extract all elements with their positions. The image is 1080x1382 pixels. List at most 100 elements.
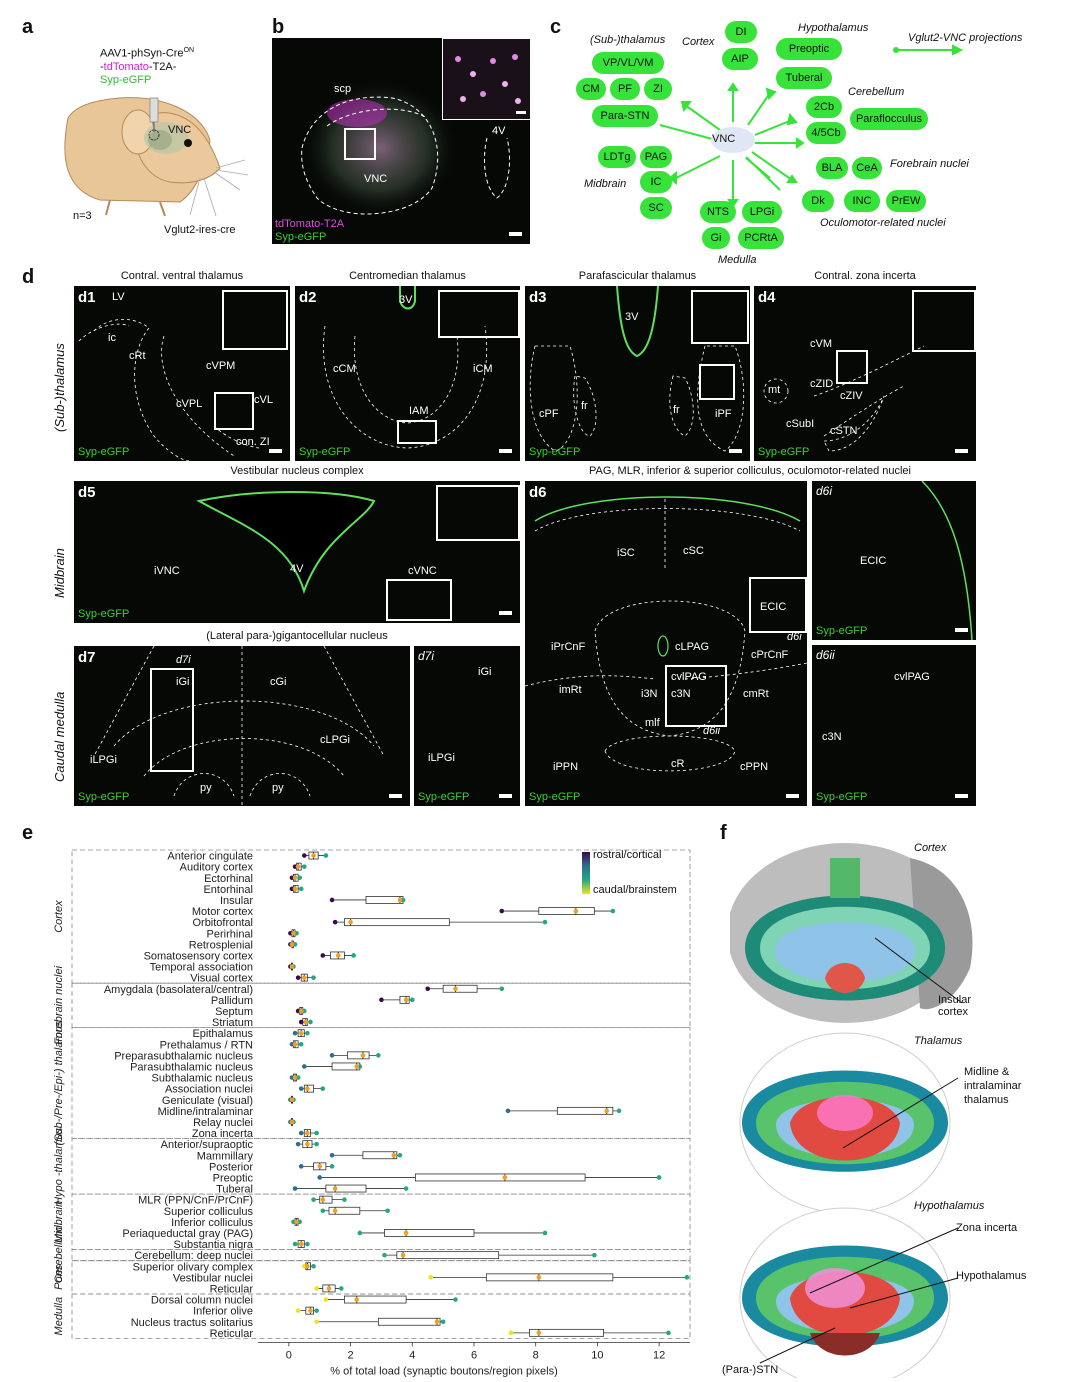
label-con-zi: con. ZI	[236, 436, 270, 448]
region-label: Prethalamus / RTN	[160, 1039, 253, 1051]
data-point	[360, 1053, 366, 1058]
data-point	[329, 1164, 335, 1169]
data-point	[291, 930, 296, 936]
group-frame	[71, 1027, 691, 1140]
data-point	[505, 1108, 511, 1114]
row-label-thalamus: (Sub-)thalamus	[52, 343, 67, 432]
label-ivnc: iVNC	[154, 565, 180, 577]
d7-syp-label: Syp-eGFP	[78, 791, 130, 803]
label-cmrt: cmRt	[743, 688, 769, 700]
region-label: MLR (PPN/CnF/PrCnF)	[138, 1195, 253, 1207]
region-label: Striatum	[212, 1017, 253, 1029]
data-point	[298, 1130, 304, 1136]
group-thalamus: (Sub-)thalamus	[590, 34, 666, 46]
data-point	[440, 1319, 446, 1325]
d4-syp-label: Syp-eGFP	[758, 446, 810, 458]
data-point	[311, 1197, 316, 1202]
label-czid: cZID	[810, 378, 834, 390]
data-point	[425, 986, 431, 992]
group-label: (Sub-/Pre-/Epi-) thalamus	[53, 1020, 65, 1145]
data-point	[292, 875, 298, 881]
region-label: Dorsal column nuclei	[151, 1295, 253, 1307]
panel-d6ii: d6ii cvlPAG c3N Syp-eGFP	[812, 645, 976, 806]
d4-sublabel: d4	[758, 289, 776, 306]
node-paraflocculus: Paraflocculus	[850, 108, 928, 130]
panel-letter-e: e	[22, 822, 34, 844]
legend-tdtomato: tdTomato-T2A	[275, 218, 345, 230]
d2-inset-box	[397, 420, 437, 444]
data-point	[314, 1308, 319, 1313]
data-point	[403, 997, 409, 1003]
label-cvl: cVL	[254, 394, 273, 406]
box	[414, 1173, 586, 1182]
mouse-illustration	[64, 97, 249, 217]
data-point	[339, 1286, 344, 1291]
vnc-label: VNC	[364, 173, 388, 185]
title-d5: Vestibular nucleus complex	[230, 465, 364, 477]
node-zi: ZI	[644, 78, 672, 100]
panel-a: AAV1-phSyn-CreON -tdTomato-T2A- Syp-eGFP…	[40, 40, 270, 245]
data-point	[314, 1286, 319, 1291]
region-label: Cerebellum: deep nuclei	[134, 1250, 253, 1262]
data-point	[332, 1208, 338, 1214]
data-point	[656, 1175, 662, 1180]
x-tick-label: 2	[348, 1349, 354, 1361]
label-clpgi: cLPGi	[320, 734, 350, 746]
f-title-thalamus: Thalamus	[914, 1035, 963, 1047]
node-cm: CM	[576, 78, 606, 100]
label-clpag: cLPAG	[675, 641, 710, 653]
box	[529, 1328, 604, 1337]
data-point	[499, 986, 505, 992]
data-point	[573, 908, 579, 914]
node-vp: VP/VL/VM	[592, 52, 664, 74]
region-label: Association nuclei	[165, 1084, 253, 1096]
node-preoptic: Preoptic	[776, 38, 842, 60]
x-tick-label: 12	[653, 1349, 665, 1361]
label-c3n: c3N	[671, 688, 691, 700]
data-point	[385, 1208, 390, 1214]
d5-outlines	[196, 491, 376, 595]
d3-inset-box	[699, 364, 735, 400]
data-point	[616, 1108, 622, 1114]
label-i3n: i3N	[641, 688, 658, 700]
inset-b-cells	[455, 54, 521, 104]
label-cvpl: cVPL	[176, 398, 203, 410]
label-ilpgi-inset: iLPGi	[428, 752, 455, 764]
box	[362, 1151, 398, 1160]
label-igi: iGi	[176, 676, 190, 688]
panel-d4: d4 cVM mt cZID cZIV cSubI cSTN Syp-eGFP	[754, 286, 976, 461]
region-label: Somatosensory cortex	[144, 950, 254, 962]
region-label: Epithalamus	[192, 1028, 253, 1040]
data-point	[292, 1075, 298, 1080]
group-frame	[71, 1138, 691, 1195]
d3-outlines	[529, 286, 745, 452]
row-label-medulla: Caudal medulla	[52, 691, 67, 782]
data-point	[317, 1164, 323, 1169]
f-annot-zona-incerta: Zona incerta	[956, 1222, 1018, 1234]
d2-scale-bar	[499, 449, 512, 453]
node-inc: INC	[844, 190, 880, 212]
x-tick-label: 0	[286, 1349, 292, 1361]
data-point	[301, 853, 307, 858]
data-point	[542, 1230, 548, 1236]
panel-letter-f: f	[720, 822, 727, 844]
panel-d2: d2 3V cCM iCM IAM Syp-eGFP	[295, 286, 520, 461]
d6ii-scale-bar	[955, 794, 968, 798]
region-label: Septum	[215, 1006, 253, 1018]
region-label: Vestibular nuclei	[173, 1272, 253, 1284]
x-axis-label: % of total load (synaptic boutons/region…	[330, 1365, 557, 1377]
d7i-syp-label: Syp-eGFP	[418, 791, 470, 803]
d6i-scale-bar	[955, 628, 968, 632]
d6-inset-box-ii	[665, 665, 727, 727]
legend-syp: Syp-eGFP	[275, 231, 327, 243]
panel-c: VNC Vglut2-VNC projections (Sub-)thalamu…	[570, 10, 1070, 266]
data-point	[308, 1308, 313, 1313]
group-label: Pons	[53, 1264, 65, 1290]
d6i-outlines	[921, 481, 973, 640]
d6ii-sublabel: d6ii	[816, 648, 835, 662]
label-ecic-inset: ECIC	[860, 555, 887, 567]
data-point	[351, 953, 356, 958]
data-point	[610, 908, 616, 914]
data-point	[379, 997, 384, 1003]
panel-d1: d1 LV ic cRt cVPM cVPL cVL con. ZI Syp-e…	[74, 286, 290, 461]
